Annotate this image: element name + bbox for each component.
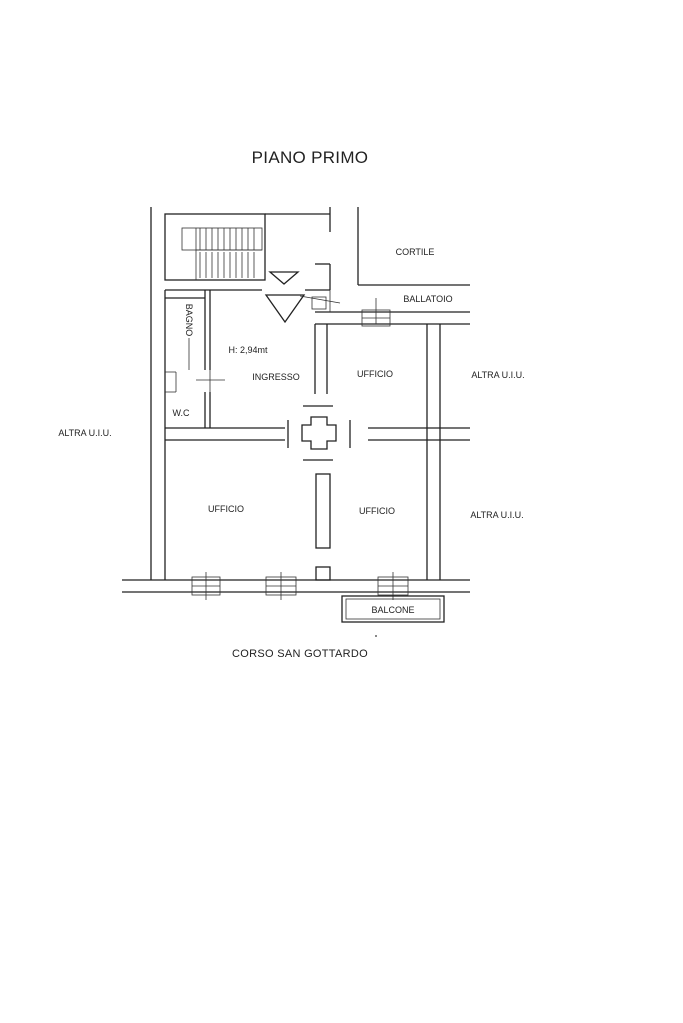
label-altra-left: ALTRA U.I.U. — [58, 428, 111, 438]
label-cortile: CORTILE — [396, 247, 435, 257]
label-ufficio-top: UFFICIO — [357, 369, 393, 379]
interior-walls — [165, 324, 470, 581]
stair-steps — [199, 228, 255, 278]
label-ballatoio: BALLATOIO — [403, 294, 452, 304]
bathroom — [165, 290, 225, 428]
label-street: CORSO SAN GOTTARDO — [232, 648, 368, 660]
landing-walls — [165, 207, 341, 324]
label-bagno: BAGNO — [184, 304, 194, 337]
label-wc: W.C — [173, 408, 190, 418]
balcony — [341, 595, 445, 623]
label-altra-right-bottom: ALTRA U.I.U. — [470, 510, 523, 520]
outer-walls — [122, 207, 470, 593]
balcony-inner — [345, 598, 441, 620]
plan-title: PIANO PRIMO — [252, 148, 369, 167]
staircase — [164, 213, 266, 281]
survey-dot — [375, 635, 377, 637]
label-ufficio-right: UFFICIO — [359, 506, 395, 516]
label-ufficio-left: UFFICIO — [208, 504, 244, 514]
label-altra-right-top: ALTRA U.I.U. — [471, 370, 524, 380]
facade-windows — [191, 298, 409, 600]
label-ingresso: INGRESSO — [252, 372, 300, 382]
label-height: H: 2,94mt — [228, 345, 268, 355]
label-balcone: BALCONE — [371, 605, 414, 615]
